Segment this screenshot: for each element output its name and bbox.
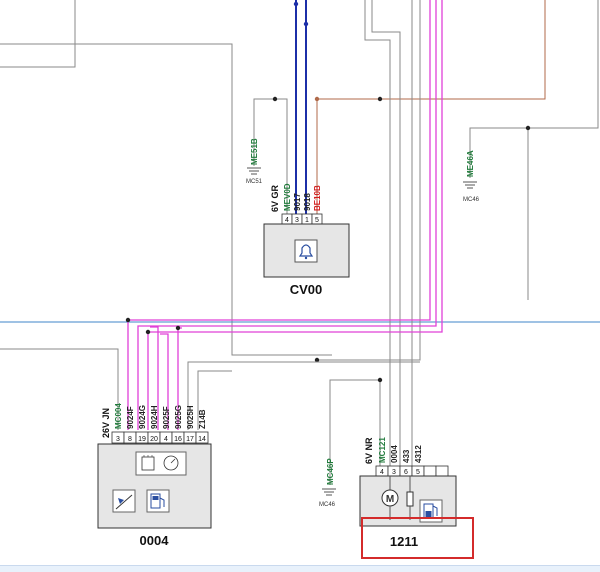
- wire-label: 433: [402, 449, 411, 463]
- ground-wire-label: MC46P: [326, 458, 335, 485]
- fuel-pump-icon: [146, 489, 170, 513]
- connector-label: 6V GR: [270, 184, 280, 212]
- wire-label: 0004: [390, 445, 399, 463]
- frame-line-topleft: [0, 0, 76, 68]
- ground-wire-label: ME46A: [466, 150, 475, 177]
- component-name: 1211: [390, 534, 418, 549]
- wire-label: 9025F: [162, 406, 171, 429]
- junction-dot: [293, 1, 299, 7]
- wire-label: 9018: [303, 193, 312, 211]
- component-name: CV00: [290, 282, 323, 297]
- ground-point-label: MC51: [246, 179, 263, 185]
- junction-dot: [314, 357, 320, 363]
- frame-line-right: [527, 0, 599, 300]
- motor-letter: M: [386, 494, 394, 505]
- pin-number: 3: [116, 436, 120, 443]
- wire-label: 9017: [293, 193, 302, 211]
- wire-label: BE10B: [313, 185, 322, 211]
- ground-me51b: ME51B MC51: [246, 126, 263, 185]
- c0004-pin-row: 3 8 19 20 4 16 17 14: [111, 431, 209, 444]
- ground-icon: [247, 167, 261, 175]
- wire-label: MC004: [114, 403, 123, 429]
- junction-dot: [314, 96, 320, 102]
- pin-number: 14: [198, 436, 206, 443]
- pin-number: 3: [295, 217, 299, 224]
- pin-number: 6: [404, 469, 408, 476]
- junction-dot: [145, 329, 151, 335]
- junction-dot: [303, 21, 309, 27]
- c0004-grey-wires: [0, 348, 420, 430]
- junction-dot: [175, 325, 181, 331]
- ground-me46a: ME46A MC46: [463, 150, 480, 203]
- pin-number: 5: [416, 469, 420, 476]
- pin-number: 4: [285, 217, 289, 224]
- connector-pin: [195, 431, 209, 444]
- c1211-feed-wires: [317, 0, 545, 466]
- pin-number: 16: [174, 436, 182, 443]
- bottom-scroll-strip: [0, 565, 600, 572]
- wire-mev0d-line: [253, 98, 288, 214]
- ground-mc46p: MC46P MC46: [319, 383, 336, 508]
- junction-dot: [272, 96, 278, 102]
- wire-label: 9025G: [174, 405, 183, 429]
- wire-label: 4312: [414, 445, 423, 463]
- wire-be10b-line: [316, 0, 546, 214]
- frame-line-left-loop: [0, 43, 332, 356]
- pin-number: 3: [392, 469, 396, 476]
- component-name: 0004: [140, 533, 170, 548]
- wire-label: MEV0D: [283, 183, 292, 211]
- junction-dot: [377, 96, 383, 102]
- fuel-gauge-icon: [419, 499, 443, 523]
- pin-number: 4: [380, 469, 384, 476]
- pin-number: 17: [186, 436, 194, 443]
- wire-label: 9025H: [186, 405, 195, 429]
- cv00-feed-wires: [253, 0, 546, 214]
- pin-number: 8: [128, 436, 132, 443]
- junction-dot: [525, 125, 531, 131]
- control-unit-icon: [135, 451, 187, 476]
- pin-number: 5: [315, 217, 319, 224]
- wire-label: 9024H: [150, 405, 159, 429]
- wire-label: 9024G: [138, 405, 147, 429]
- magenta-harness: [127, 0, 443, 430]
- connector-label: 6V NR: [364, 437, 374, 464]
- wire-label: Z14B: [198, 409, 207, 429]
- ground-wire-label: ME51B: [250, 138, 259, 165]
- pin-number: 20: [150, 436, 158, 443]
- highlight-box: [361, 517, 474, 559]
- junction-dot: [125, 317, 131, 323]
- ground-point-label: MC46: [463, 197, 480, 203]
- ground-icon: [322, 488, 336, 496]
- junction-dot: [377, 377, 383, 383]
- ground-point-label: MC46: [319, 502, 336, 508]
- wire-label: MC121: [378, 437, 387, 463]
- c1211-pin-row: 4 3 6 5: [375, 465, 449, 477]
- pin-number: 4: [164, 436, 168, 443]
- motor-icon: M: [381, 476, 399, 520]
- wire-label: 9024F: [126, 406, 135, 429]
- pin-number: 1: [305, 217, 309, 224]
- bell-icon: [294, 239, 318, 263]
- pin-number: 19: [138, 436, 146, 443]
- ground-icon: [463, 181, 477, 189]
- gauge-icon: [112, 489, 136, 513]
- frame-lines: [0, 0, 599, 356]
- resistor-icon: [406, 476, 414, 520]
- connector-pin: [423, 465, 437, 477]
- connector-pin: [435, 465, 449, 477]
- connector-label: 26V JN: [101, 408, 111, 438]
